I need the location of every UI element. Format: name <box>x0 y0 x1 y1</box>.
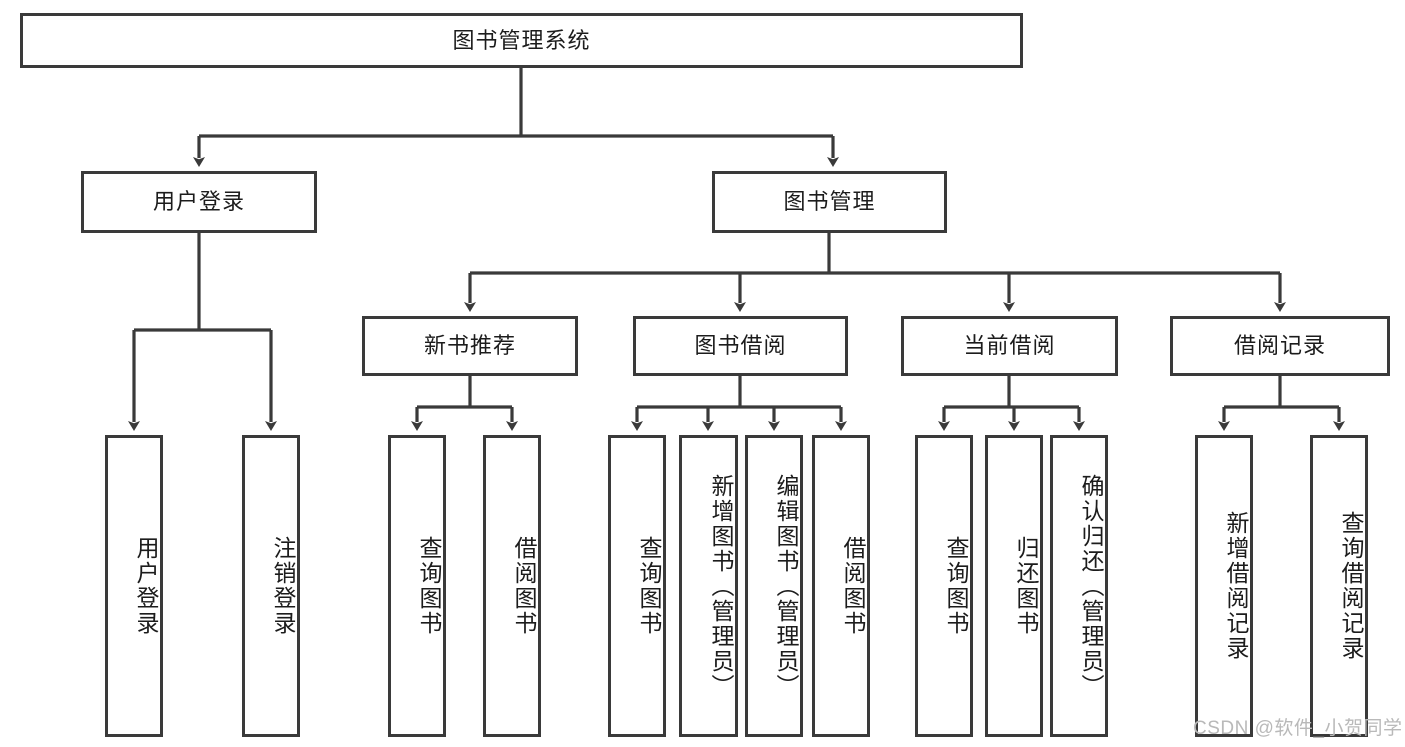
leaf-borrow-book-2[interactable]: 借阅图书 <box>812 435 870 737</box>
node-user-login[interactable]: 用户登录 <box>81 171 317 233</box>
leaf-add-book-label: 新增图书（管理员） <box>708 473 734 699</box>
leaf-query-record-label: 查询借阅记录 <box>1338 511 1364 661</box>
node-book-borrow-label: 图书借阅 <box>694 333 787 359</box>
node-book-borrow[interactable]: 图书借阅 <box>633 316 848 376</box>
leaf-query-book-2[interactable]: 查询图书 <box>608 435 666 737</box>
node-book-manage[interactable]: 图书管理 <box>712 171 947 233</box>
leaf-borrow-book-1[interactable]: 借阅图书 <box>483 435 541 737</box>
leaf-confirm-return-label: 确认归还（管理员） <box>1078 473 1104 699</box>
node-new-book-rec-label: 新书推荐 <box>423 333 516 359</box>
leaf-return-book-label: 归还图书 <box>1013 536 1039 636</box>
node-new-book-rec[interactable]: 新书推荐 <box>362 316 578 376</box>
node-root-label: 图书管理系统 <box>452 27 591 53</box>
leaf-add-record[interactable]: 新增借阅记录 <box>1195 435 1253 737</box>
node-current-borrow[interactable]: 当前借阅 <box>901 316 1118 376</box>
leaf-return-book[interactable]: 归还图书 <box>985 435 1043 737</box>
leaf-confirm-return[interactable]: 确认归还（管理员） <box>1050 435 1108 737</box>
watermark: CSDN @软件_小贺同学 <box>1193 718 1403 739</box>
leaf-borrow-book-2-label: 借阅图书 <box>840 536 866 636</box>
leaf-borrow-book-1-label: 借阅图书 <box>511 536 537 636</box>
node-book-manage-label: 图书管理 <box>783 189 876 215</box>
leaf-logout-label: 注销登录 <box>270 536 296 636</box>
leaf-add-record-label: 新增借阅记录 <box>1223 511 1249 661</box>
node-root[interactable]: 图书管理系统 <box>20 13 1023 68</box>
leaf-add-book[interactable]: 新增图书（管理员） <box>679 435 738 737</box>
leaf-query-book-2-label: 查询图书 <box>636 536 662 636</box>
leaf-query-book-3[interactable]: 查询图书 <box>915 435 973 737</box>
leaf-query-book-1-label: 查询图书 <box>416 536 442 636</box>
leaf-query-book-1[interactable]: 查询图书 <box>388 435 446 737</box>
leaf-query-book-3-label: 查询图书 <box>943 536 969 636</box>
leaf-logout[interactable]: 注销登录 <box>242 435 300 737</box>
node-current-borrow-label: 当前借阅 <box>963 333 1056 359</box>
leaf-edit-book-label: 编辑图书（管理员） <box>773 473 799 699</box>
leaf-edit-book[interactable]: 编辑图书（管理员） <box>745 435 803 737</box>
leaf-query-record[interactable]: 查询借阅记录 <box>1310 435 1368 737</box>
node-borrow-record[interactable]: 借阅记录 <box>1170 316 1390 376</box>
leaf-user-login-label: 用户登录 <box>133 536 159 636</box>
leaf-user-login[interactable]: 用户登录 <box>105 435 163 737</box>
node-user-login-label: 用户登录 <box>152 189 245 215</box>
node-borrow-record-label: 借阅记录 <box>1233 333 1326 359</box>
